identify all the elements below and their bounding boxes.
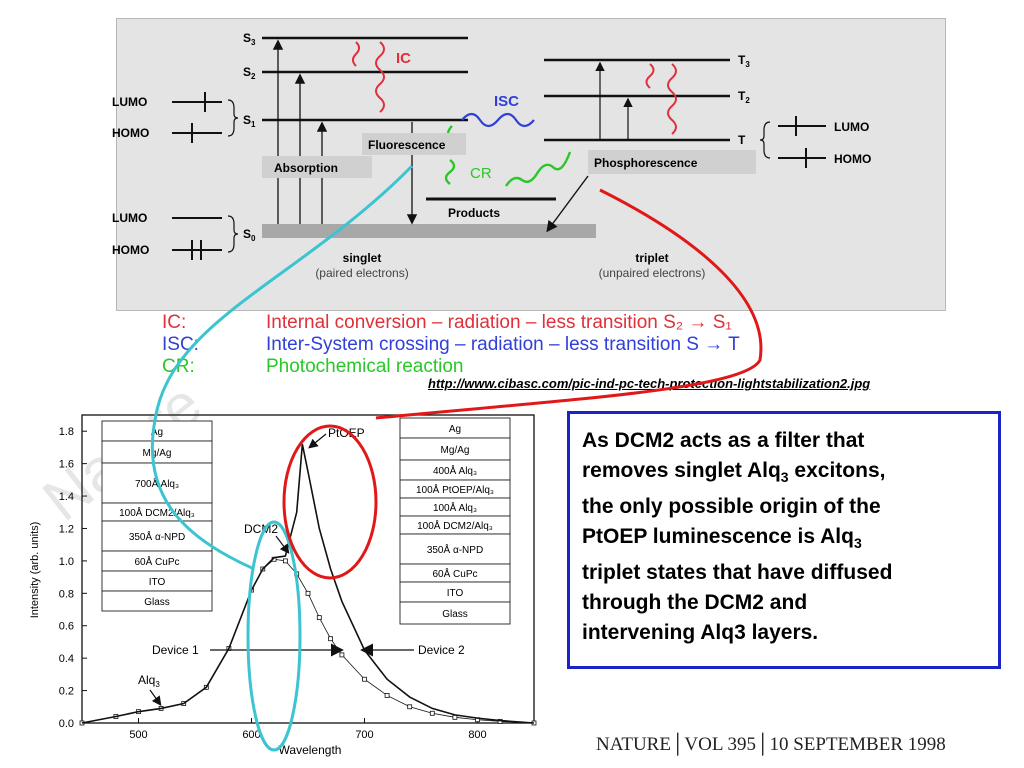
explanation-box: As DCM2 acts as a filter that removes si… [567, 411, 1001, 669]
label-t1: T [738, 133, 746, 147]
fluorescence-label: Fluorescence [368, 138, 446, 152]
series-device1-point [429, 710, 435, 716]
label-dcm2: DCM2 [244, 522, 278, 536]
stack-layer-label: Ag [151, 427, 163, 438]
s0-homo-label: HOMO [112, 243, 149, 257]
phosphorescence-label: Phosphorescence [594, 156, 698, 170]
y-tick-label: 0.2 [59, 686, 74, 698]
t1-homo-label: HOMO [834, 152, 871, 166]
ic-label: IC [396, 50, 411, 67]
dcm2-arrow [275, 535, 290, 554]
note-line-5: triplet states that have diffused [582, 561, 893, 585]
label-device2: Device 2 [418, 643, 465, 657]
stack-layer [101, 590, 213, 612]
stack-layer-label: 400Å Alq₃ [433, 464, 477, 477]
stack-layer-label: 350Å α-NPD [427, 543, 483, 556]
fluorescence-box [362, 133, 466, 155]
note-line-4: PtOEP luminescence is Alq3 [582, 525, 862, 552]
note-line-7: intervening Alq3 layers. [582, 621, 819, 645]
y-tick-label: 1.4 [59, 491, 74, 503]
series-device1-point [328, 636, 334, 642]
stack-layer-label: Glass [144, 597, 170, 608]
stack-layer-label: 350Å α-NPD [129, 530, 185, 543]
note-line-6: through the DCM2 and [582, 591, 808, 615]
label-ptoep: PtOEP [328, 426, 365, 440]
stack-layer-label: Glass [442, 609, 468, 620]
stack-layer [399, 601, 511, 625]
t1-brace [759, 121, 771, 159]
stack-layer-label: 100Å DCM2/Alq₃ [119, 506, 195, 519]
stack-layer-label: 60Å CuPc [134, 555, 179, 568]
series-device1-point [362, 676, 367, 682]
y-tick-label: 0.0 [59, 718, 74, 730]
stack-layer-label: 100Å PtOEP/Alq₃ [416, 483, 494, 496]
label-s1: S1 [243, 113, 256, 129]
label-t2: T2 [738, 89, 750, 105]
nature-citation: NATURE│VOL 395│10 SEPTEMBER 1998 [596, 734, 946, 755]
stack-layer-label: 100Å DCM2/Alq₃ [417, 519, 493, 532]
cr-wavy-left [444, 159, 456, 185]
isc-wavy [461, 112, 535, 128]
triplet-ic-wavy-2 [667, 63, 677, 135]
phosphorescence-box [588, 150, 756, 174]
y-tick-label: 0.8 [59, 588, 74, 600]
y-tick-label: 0.4 [59, 653, 74, 665]
label-s3: S3 [243, 31, 256, 47]
note-line-3: the only possible origin of the [582, 495, 881, 519]
x-tick-label: 800 [468, 729, 486, 741]
s0-lumo-label: LUMO [112, 211, 147, 225]
series-device1-point [452, 714, 458, 720]
series-device1-point [282, 558, 288, 564]
label-device1: Device 1 [152, 643, 199, 657]
y-tick-label: 0.6 [59, 621, 74, 633]
y-ticks: 0.0 0.2 0.4 0.6 0.8 1.0 1.2 1.4 1.6 1.8 [59, 426, 87, 730]
triplet-ic-wavy-1 [645, 63, 655, 89]
cr-wavy-right [505, 151, 572, 187]
stack-layer-label: Mg/Ag [143, 448, 172, 459]
s1-brace [227, 99, 239, 137]
alq3-arrow [149, 689, 162, 706]
stack-layer-label: Ag [449, 424, 461, 435]
stack-layer-label: ITO [149, 577, 166, 588]
y-tick-label: 1.2 [59, 523, 74, 535]
note-line-2: removes singlet Alq3 excitons, [582, 459, 886, 486]
ptoep-arrow [308, 433, 327, 449]
x-ticks: 500 600 700 800 [129, 718, 487, 741]
explanation-text: As DCM2 acts as a filter that removes si… [582, 426, 992, 648]
series-device1-point [384, 693, 390, 698]
series-device1-point [407, 704, 413, 710]
label-alq3: Alq3 [138, 673, 160, 689]
ic-wavy-2 [375, 41, 385, 113]
y-tick-label: 1.0 [59, 556, 74, 568]
stack-layer-label: 700Å Alq₃ [135, 477, 179, 490]
y-tick-label: 1.6 [59, 459, 74, 471]
note-line-1: As DCM2 acts as a filter that [582, 429, 865, 452]
x-axis-label: Wavelength [279, 743, 342, 757]
y-axis-label: Intensity (arb. units) [29, 522, 41, 619]
stack-layer [399, 533, 511, 565]
label-s2: S2 [243, 65, 256, 81]
stack-layer-label: 60Å CuPc [432, 567, 477, 580]
isc-label: ISC [494, 93, 519, 110]
stack-layer-label: Mg/Ag [441, 445, 470, 456]
series-device1-point [316, 615, 322, 621]
stack-layer-label: 100Å Alq₃ [433, 501, 477, 514]
series-device1-point [294, 571, 300, 577]
s1-lumo-label: LUMO [112, 95, 147, 109]
stack-layer-label: ITO [447, 588, 464, 599]
s1-homo-label: HOMO [112, 126, 149, 140]
series-device1-point [339, 652, 345, 658]
y-tick-label: 1.8 [59, 426, 74, 438]
label-t3: T3 [738, 53, 750, 69]
x-tick-label: 700 [355, 729, 373, 741]
cr-label: CR [470, 165, 492, 182]
t1-lumo-label: LUMO [834, 120, 869, 134]
ic-wavy-1 [352, 41, 360, 67]
series-device1-point [305, 590, 311, 596]
x-tick-label: 500 [129, 729, 147, 741]
x-tick-label: 600 [242, 729, 260, 741]
